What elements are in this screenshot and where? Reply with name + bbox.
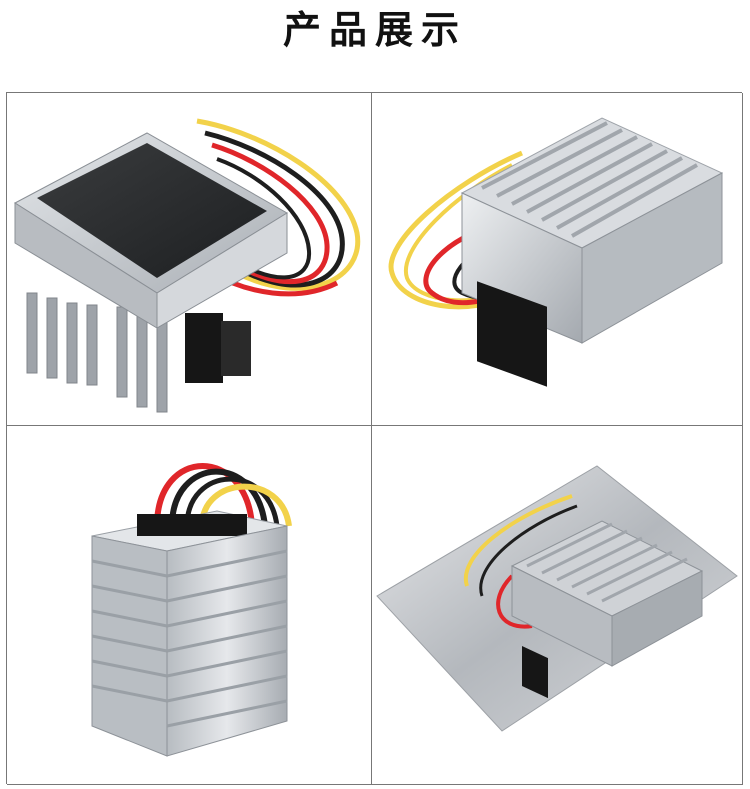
product-gallery [6, 92, 743, 785]
gallery-image-2[interactable] [372, 93, 743, 426]
converter-upright-photo [91, 463, 292, 757]
converter-front-angle-photo [14, 118, 361, 413]
gallery-image-4[interactable] [372, 426, 743, 785]
converter-heatsink-side-photo [388, 117, 724, 387]
gallery-image-1[interactable] [7, 93, 372, 426]
gallery-image-3[interactable] [7, 426, 372, 785]
page-title: 产品展示 [282, 8, 467, 52]
converter-in-antistatic-bag-photo [376, 465, 738, 732]
